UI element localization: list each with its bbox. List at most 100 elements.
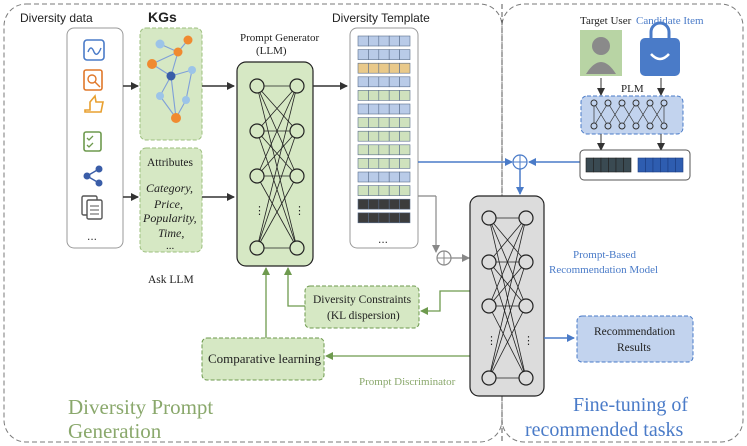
prompt-generator-label: Prompt Generator [240, 32, 319, 44]
template-cell [357, 144, 369, 156]
template-cell [368, 103, 380, 115]
prompt-generator-sublabel: (LLM) [256, 45, 287, 57]
thumbs-up-icon [84, 94, 104, 113]
template-cell [399, 117, 411, 128]
template-cell [388, 90, 400, 101]
left-panel-title-2: Generation [68, 419, 162, 443]
handwriting-icon [83, 39, 105, 61]
template-cell [368, 49, 380, 60]
template-cell [357, 49, 369, 60]
item-embedding-cell [637, 157, 646, 173]
prompt-generator-box [236, 61, 314, 267]
template-cell [388, 171, 400, 183]
attribute-item-2: Popularity, [142, 211, 197, 225]
item-embedding-cell [645, 157, 654, 173]
template-cell [399, 158, 411, 169]
template-cell [378, 49, 390, 60]
template-cell [388, 117, 400, 128]
user-embedding [585, 157, 632, 173]
template-cell [368, 144, 380, 156]
item-embedding-cell [675, 157, 684, 173]
template-cell [388, 212, 400, 224]
template-cell [357, 185, 369, 196]
template-cell [357, 117, 369, 128]
template-cell [368, 117, 380, 128]
template-cell [378, 130, 390, 142]
template-cell [388, 185, 400, 196]
combine-node-lower [436, 250, 452, 266]
template-cell [388, 130, 400, 142]
template-cell [399, 35, 411, 47]
prompt-generator-network [256, 85, 298, 249]
user-embedding-cell [600, 157, 609, 173]
svg-text:⋮: ⋮ [486, 335, 497, 347]
diversity-constraints-label: Diversity Constraints [313, 294, 412, 306]
attribute-item-0: Category, [146, 181, 193, 195]
template-cell [388, 158, 400, 169]
template-cell [399, 212, 411, 224]
template-cell [368, 212, 380, 224]
recommendation-results-box [576, 315, 694, 363]
attribute-item-3: Time, [158, 226, 184, 240]
user-embedding-cell [615, 157, 624, 173]
recommendation-model-nodes [481, 210, 534, 386]
template-cell [368, 198, 380, 210]
template-cell [368, 90, 380, 101]
comparative-learning-label: Comparative learning [208, 351, 321, 366]
template-cell [399, 90, 411, 101]
diversity-constraints-box [304, 285, 420, 329]
template-cell [399, 144, 411, 156]
template-cell [399, 130, 411, 142]
left-panel-title: Diversity Prompt [68, 395, 213, 419]
plm-network [590, 99, 668, 130]
template-cell [368, 185, 380, 196]
checklist-icon [83, 131, 102, 152]
recommendation-model-sublabel: Recommendation Model [549, 264, 658, 276]
diversity-data-box [66, 27, 124, 249]
template-cell [357, 198, 369, 210]
template-cell [378, 76, 390, 88]
template-cell [399, 62, 411, 74]
template-cell [368, 35, 380, 47]
user-embedding-cell [585, 157, 594, 173]
template-cell [357, 62, 369, 74]
template-cell [378, 90, 390, 101]
template-cell [368, 158, 380, 169]
plm-label: PLM [621, 83, 644, 95]
template-cell [378, 144, 390, 156]
template-cell [357, 212, 369, 224]
item-embedding-cell [667, 157, 676, 173]
diversity-template-label: Diversity Template [332, 11, 430, 25]
template-rows [357, 35, 411, 224]
attributes-heading: Attributes [147, 157, 194, 169]
attributes-ellipsis: ... [166, 240, 175, 252]
diversity-template-ellipsis: ... [378, 232, 388, 246]
right-panel-title-2: recommended tasks [525, 419, 683, 441]
template-cell [368, 76, 380, 88]
template-cell [399, 76, 411, 88]
item-embedding-cell [660, 157, 669, 173]
template-cell [399, 103, 411, 115]
share-icon [83, 165, 103, 187]
svg-text:⋮: ⋮ [294, 205, 305, 217]
prompt-discriminator-label: Prompt Discriminator [359, 376, 456, 388]
svg-text:⋮: ⋮ [523, 335, 534, 347]
comparative-learning-box [201, 337, 325, 381]
ask-llm-label: Ask LLM [148, 274, 194, 286]
template-cell [368, 130, 380, 142]
diversity-constraints-sublabel: (KL dispersion) [327, 310, 400, 322]
attribute-item-1: Price, [153, 197, 183, 211]
template-cell [378, 185, 390, 196]
template-cell [388, 49, 400, 60]
combine-node-upper [512, 154, 528, 170]
search-document-icon [83, 69, 103, 91]
template-cell [378, 35, 390, 47]
knowledge-graph [147, 35, 196, 123]
template-cell [378, 62, 390, 74]
template-cell [357, 103, 369, 115]
left-panel-frame [3, 3, 503, 443]
template-cell [388, 103, 400, 115]
template-cell [378, 103, 390, 115]
template-cell [388, 62, 400, 74]
diversity-data-label: Diversity data [20, 11, 93, 25]
